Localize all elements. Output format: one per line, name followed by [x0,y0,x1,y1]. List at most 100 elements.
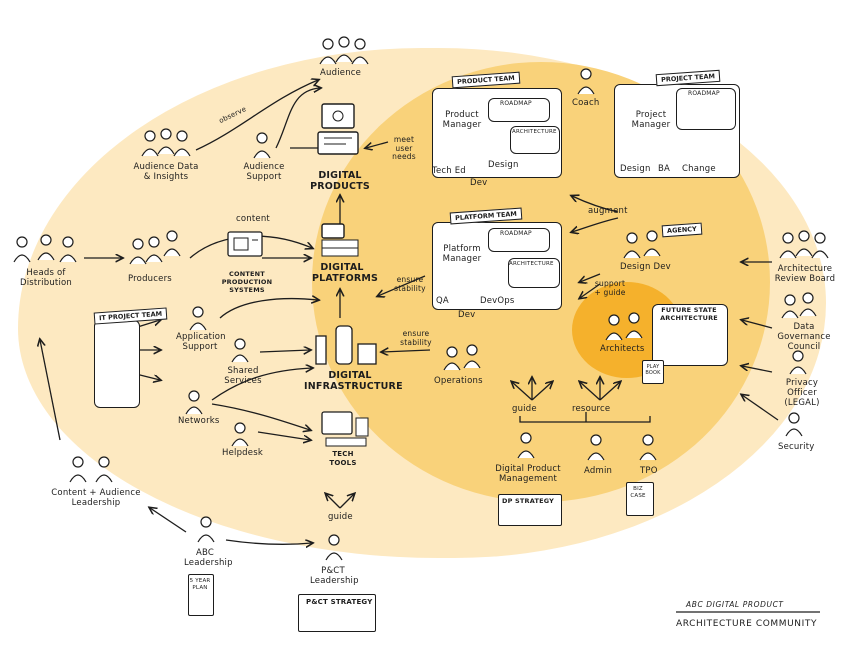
platform-role-dev: Dev [458,310,476,320]
content-production-icon [226,230,266,270]
flow-guide-1: guide [512,404,537,414]
playbook-label: PLAY BOOK [645,364,661,376]
diagram-title-line2: ARCHITECTURE COMMUNITY [676,619,818,629]
abc-leadership-person-icon [197,516,215,543]
platform-role-qa: QA [436,296,449,306]
diagram-title-line1: ABC DIGITAL PRODUCT [686,600,784,609]
pct-strategy-card [298,594,376,632]
biz-case-label: BIZ CASE [630,486,646,499]
tpo-label: TPO [640,466,658,476]
admin-label: Admin [584,466,613,476]
audience-label: Audience [320,68,362,78]
future-state-label: FUTURE STATE ARCHITECTURE [660,306,718,322]
producers-label: Producers [128,274,172,284]
heads-distribution-label: Heads of Distribution [20,268,72,288]
project-roadmap-label: ROADMAP [688,90,720,97]
audience-data-label: Audience Data & Insights [133,162,199,182]
application-support-person-icon [189,306,207,331]
coach-label: Coach [572,98,600,108]
tech-tools-icon [320,410,376,454]
platform-architecture-card [508,258,560,288]
content-leadership-label: Content + Audience Leadership [51,488,141,508]
platform-roadmap-card [488,228,550,252]
admin-person-icon [587,434,605,461]
product-roadmap-label: ROADMAP [500,100,532,107]
pct-leadership-person-icon [325,534,343,561]
product-role-dev: Dev [470,178,488,188]
product-role-design: Design [488,160,519,170]
architects-label: Architects [600,344,645,354]
networks-person-icon [185,390,203,415]
project-role-design: Design [620,164,651,174]
data-governance-label: Data Governance Council [777,322,831,352]
digital-products-label: DIGITAL PRODUCTS [310,170,370,192]
flow-ensure-stability-1: ensure stability [394,275,426,293]
audience-support-person-icon [253,132,271,159]
helpdesk-person-icon [231,422,249,447]
heads-distribution-people-icon [13,234,77,263]
privacy-label: Privacy Officer (LEGAL) [784,378,820,408]
product-architecture-label: ARCHITECTURE [512,129,557,135]
product-role-manager: Product Manager [442,110,482,130]
it-project-team-box [94,320,140,408]
biz-case-card [626,482,654,516]
platform-role-devops: DevOps [480,296,515,306]
tpo-person-icon [639,434,657,461]
abc-leadership-label: ABC Leadership [184,548,233,568]
security-person-icon [785,412,803,437]
flow-augment: augment [588,206,628,216]
digital-infrastructure-icon [314,322,380,370]
architects-people-icon [605,312,643,341]
digital-products-icon [316,100,364,162]
platform-role-manager: Platform Manager [442,244,482,264]
shared-services-label: Shared Services [224,366,262,386]
review-board-label: Architecture Review Board [774,264,836,284]
digital-infrastructure-label: DIGITAL INFRASTRUCTURE [304,370,403,392]
review-board-people-icon [779,230,829,259]
pct-leadership-label: P&CT Leadership [310,566,359,586]
future-state-card [652,304,728,366]
application-support-label: Application Support [176,332,226,352]
five-year-plan-label: 5 YEAR PLAN [189,578,211,591]
flow-ensure-stability-2: ensure stability [400,329,432,347]
operations-label: Operations [434,376,483,386]
product-roadmap-card [488,98,550,122]
flow-guide-2: guide [328,512,353,522]
platform-architecture-label: ARCHITECTURE [509,261,554,267]
shared-services-person-icon [231,338,249,363]
helpdesk-label: Helpdesk [222,448,263,458]
operations-people-icon [443,344,481,371]
flow-content: content [236,214,270,224]
dpm-label: Digital Product Management [495,464,561,484]
flow-resource: resource [572,404,611,414]
five-year-plan-card [188,574,214,616]
dpm-person-icon [517,432,535,459]
dp-strategy-label: DP STRATEGY [502,497,555,505]
audience-people-icon [319,36,369,65]
project-role-change: Change [682,164,716,174]
audience-support-label: Audience Support [243,162,285,182]
playbook-card [642,360,664,384]
tech-tools-label: TECH TOOLS [329,450,357,467]
data-governance-people-icon [781,292,817,319]
producers-people-icon [129,230,181,265]
project-role-ba: BA [658,164,671,174]
design-dev-label: Design Dev [620,262,671,272]
product-role-tech-ed: Tech Ed [432,166,466,176]
digital-platforms-label: DIGITAL PLATFORMS [312,262,379,284]
digital-platforms-icon [318,222,362,262]
design-dev-people-icon [623,230,661,259]
product-architecture-card [510,126,560,154]
flow-support-guide: support + guide [594,279,626,297]
dp-strategy-card [498,494,562,526]
platform-roadmap-label: ROADMAP [500,230,532,237]
project-role-manager: Project Manager [631,110,671,130]
pct-strategy-label: P&CT STRATEGY [306,598,373,606]
networks-label: Networks [178,416,220,426]
coach-person-icon [577,68,595,95]
flow-meet-needs: meet user needs [392,135,416,161]
security-label: Security [778,442,815,452]
